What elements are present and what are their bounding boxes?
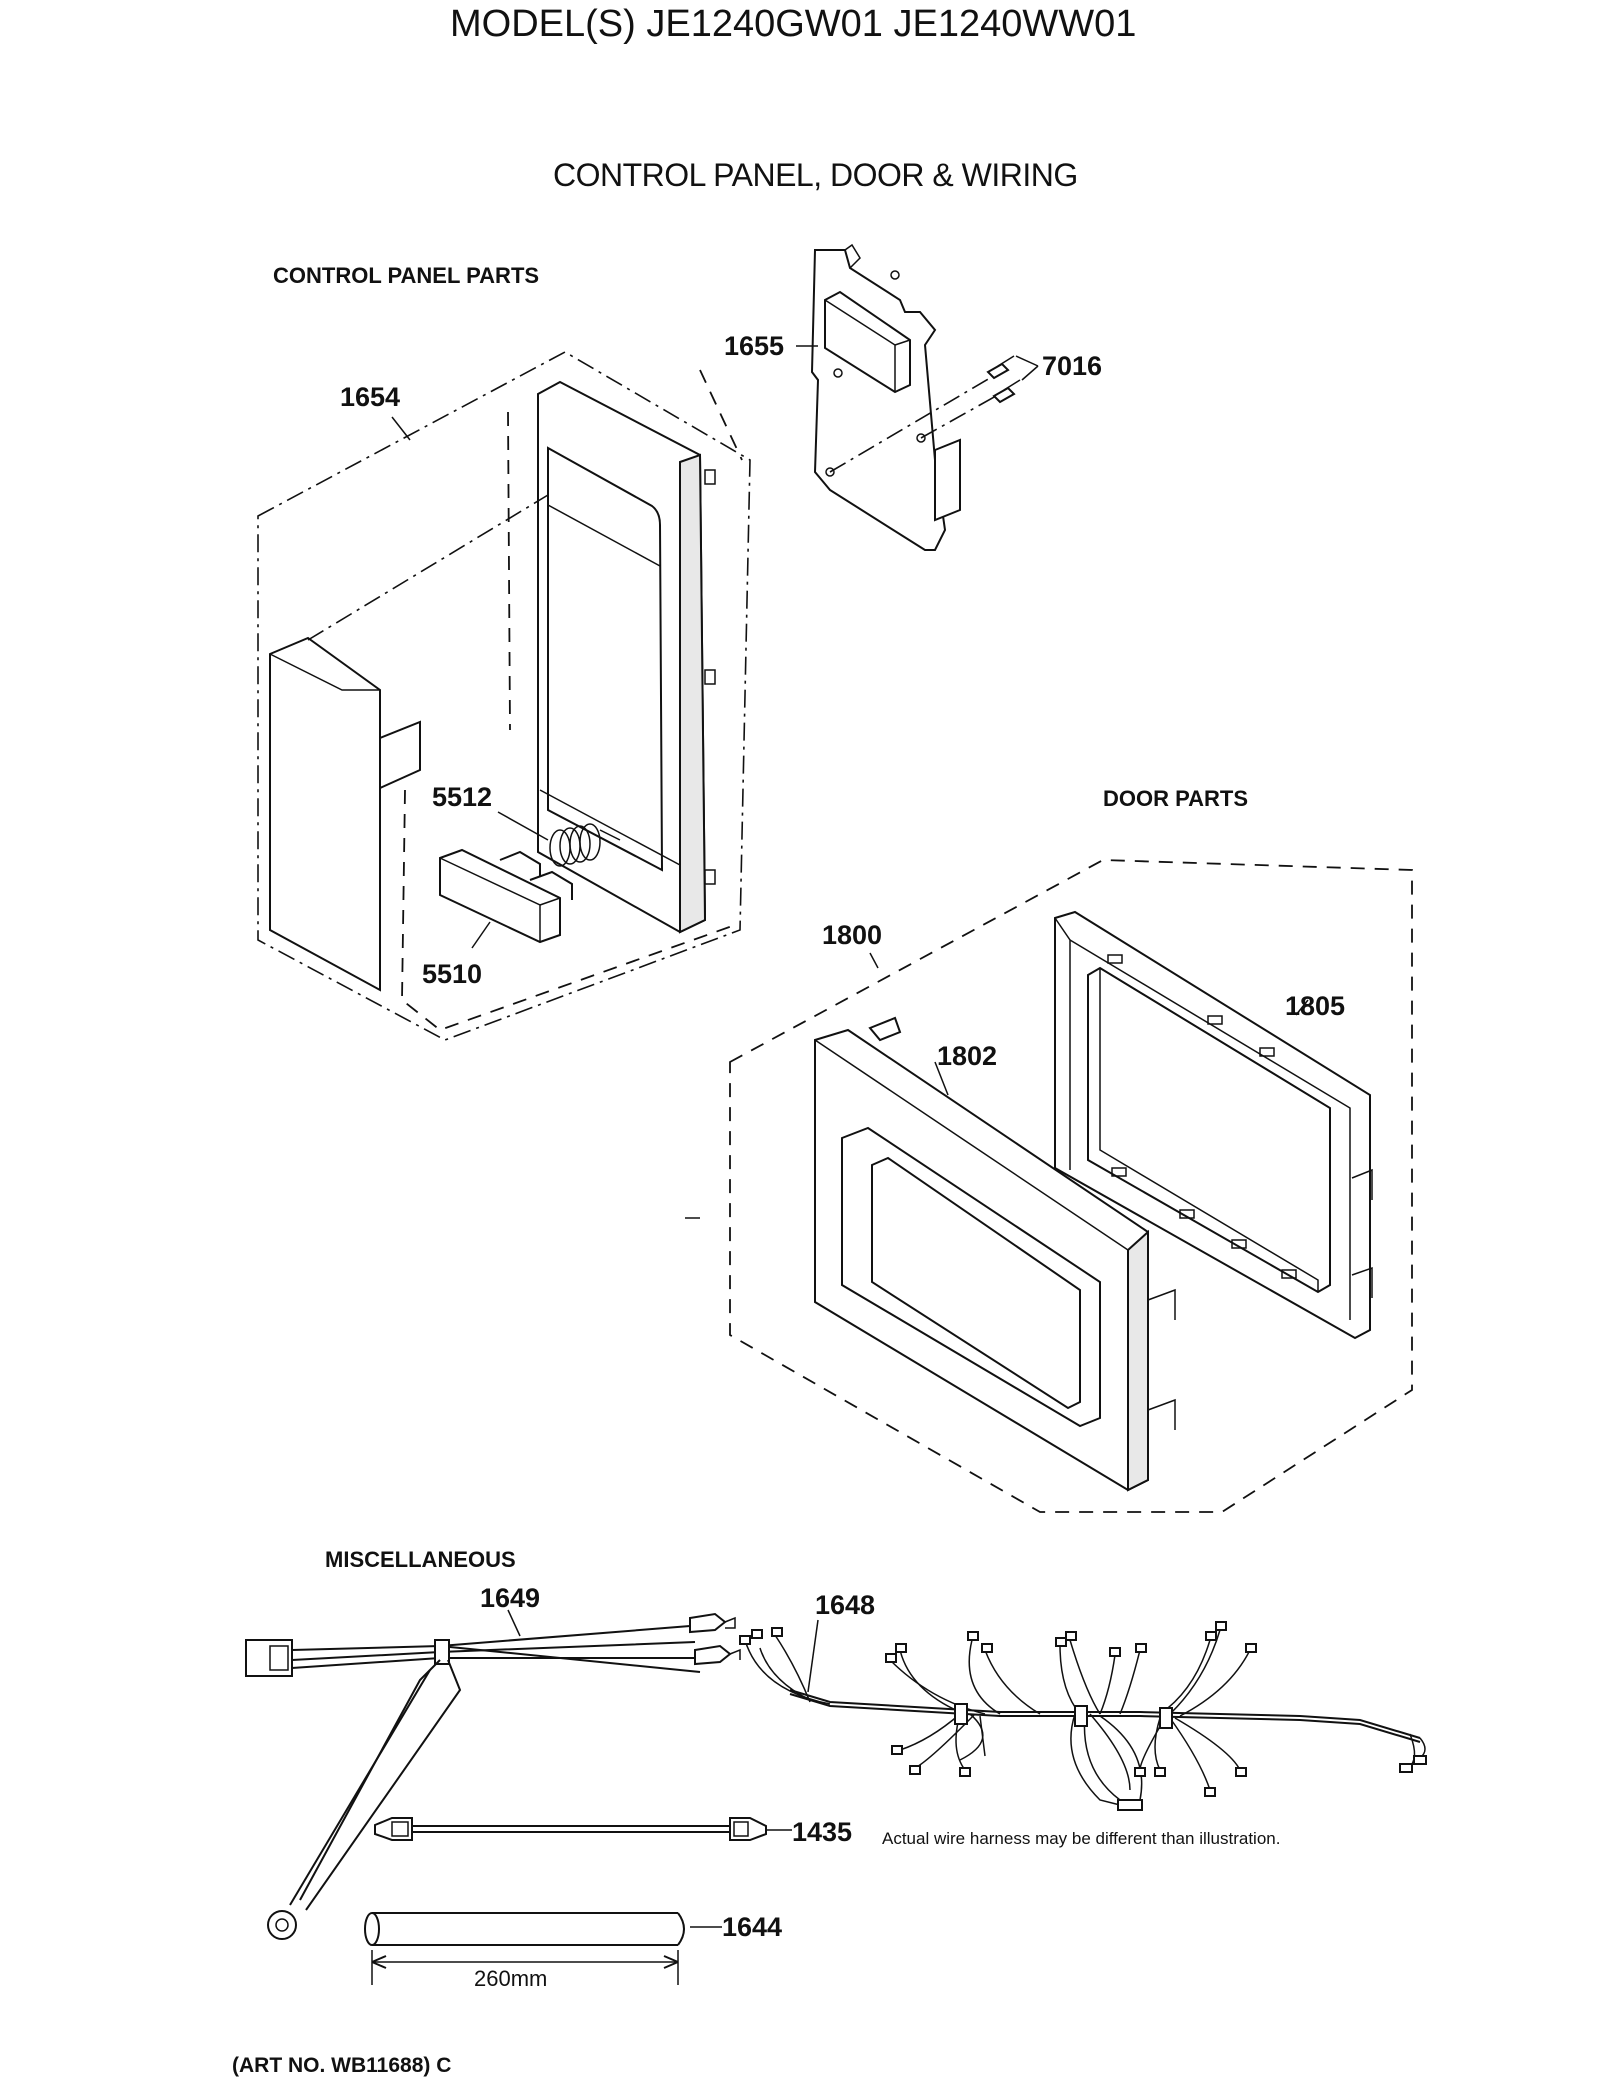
button-5510 xyxy=(439,848,573,944)
part-number-1654: 1654 xyxy=(340,382,400,412)
part-number-5510: 5510 xyxy=(422,959,482,989)
part-number-7016: 7016 xyxy=(1042,351,1102,381)
jumper-wire-1435 xyxy=(374,1817,792,1841)
screws-7016 xyxy=(986,355,1039,404)
part-number-1435: 1435 xyxy=(792,1817,852,1847)
tube-1644 xyxy=(364,1912,722,1985)
door-panel-1802 xyxy=(814,1016,1176,1492)
circuit-board-1655 xyxy=(810,243,997,551)
section-label-door: DOOR PARTS xyxy=(1103,786,1248,811)
door-group xyxy=(685,859,1413,1513)
part-number-5512: 5512 xyxy=(432,782,492,812)
part-number-1648: 1648 xyxy=(815,1590,875,1620)
section-label-misc: MISCELLANEOUS xyxy=(325,1547,516,1572)
part-number-1649: 1649 xyxy=(480,1583,540,1613)
part-number-1800: 1800 xyxy=(822,920,882,950)
wire-harness-1648 xyxy=(739,1621,1427,1811)
door-frame-1805 xyxy=(1054,910,1373,1340)
model-line: MODEL(S) JE1240GW01 JE1240WW01 xyxy=(450,3,1136,45)
art-number: (ART NO. WB11688) C xyxy=(232,2054,451,2077)
page-title: CONTROL PANEL, DOOR & WIRING xyxy=(553,157,1078,193)
harness-note: Actual wire harness may be different tha… xyxy=(882,1829,1280,1848)
dimension-label: 260mm xyxy=(474,1966,547,1991)
part-number-1802: 1802 xyxy=(937,1041,997,1071)
part-number-1805: 1805 xyxy=(1285,991,1345,1021)
wire-assembly-1649 xyxy=(245,1612,741,1940)
spring-5512 xyxy=(549,823,621,867)
part-number-1644: 1644 xyxy=(722,1912,782,1942)
part-number-1655: 1655 xyxy=(724,331,784,361)
section-label-control-panel: CONTROL PANEL PARTS xyxy=(273,263,539,288)
control-panel-group xyxy=(257,351,751,1041)
